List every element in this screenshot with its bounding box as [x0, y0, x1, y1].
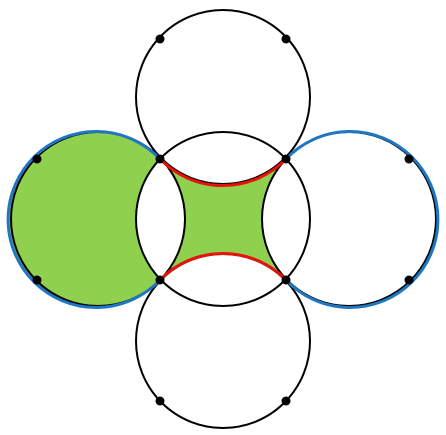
points [32, 34, 414, 406]
point [404, 275, 414, 285]
left-circle-outline [6, 130, 162, 309]
point [155, 34, 165, 44]
center-circle [135, 131, 311, 307]
point [155, 154, 165, 164]
point [155, 275, 165, 285]
point [281, 396, 291, 406]
center-concave-region-fill [160, 159, 286, 280]
top-red-arc [158, 157, 288, 188]
bottom-red-arc [158, 251, 288, 282]
point [32, 154, 42, 164]
top-circle [135, 9, 311, 185]
right-circle-outline [284, 130, 440, 309]
point [404, 154, 414, 164]
left-circle-fill [8, 131, 160, 308]
point [281, 154, 291, 164]
point [281, 275, 291, 285]
point [281, 34, 291, 44]
point [32, 275, 42, 285]
point [155, 396, 165, 406]
